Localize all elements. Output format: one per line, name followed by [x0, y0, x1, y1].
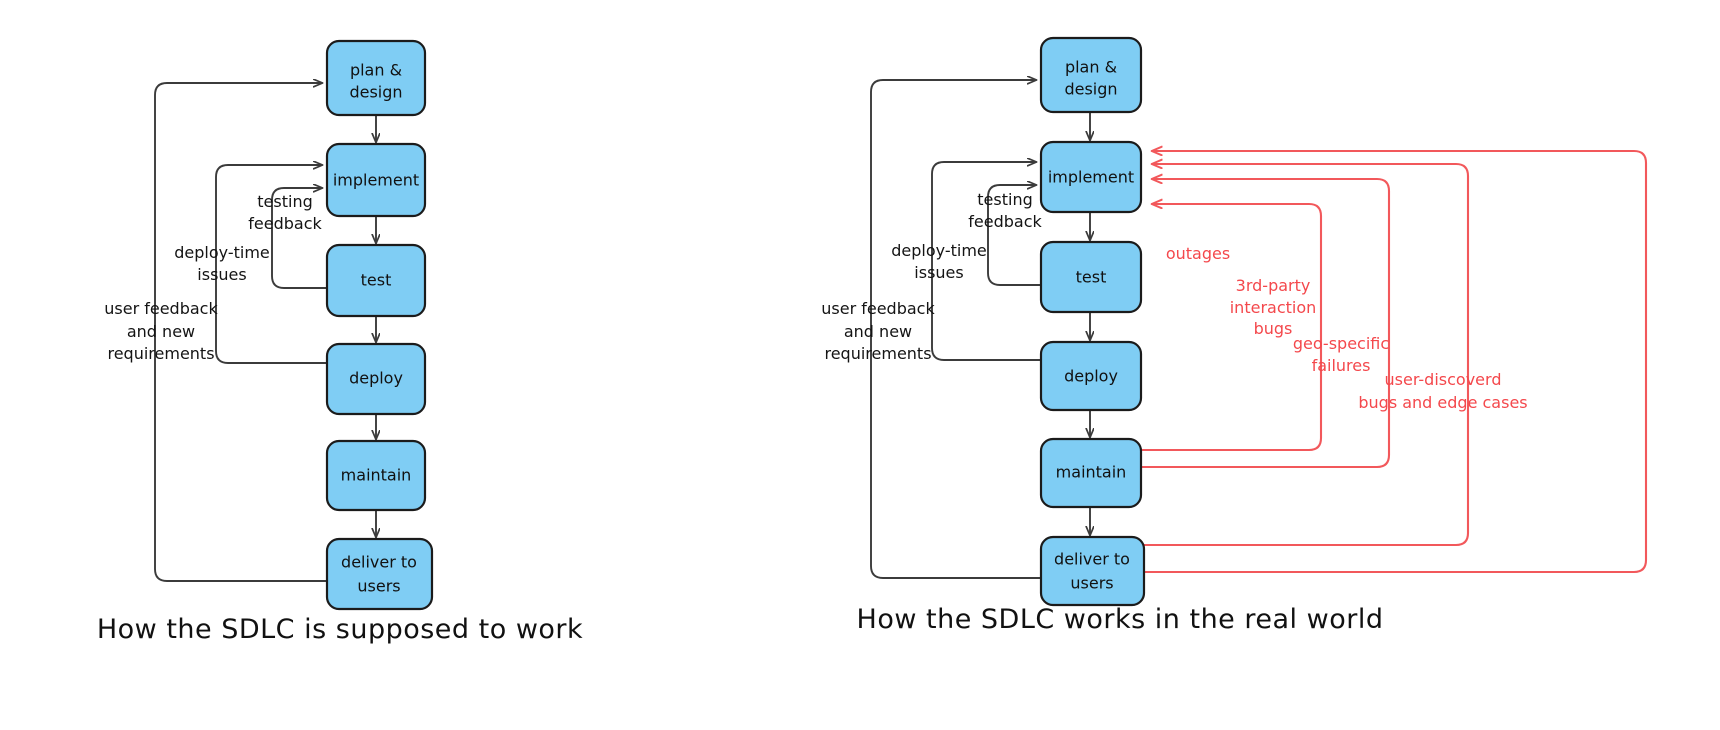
node-plan-design-real-label-1: plan &: [1065, 58, 1117, 77]
node-test[interactable]: test: [325, 243, 427, 318]
label-user-feedback-line3: requirements: [107, 344, 214, 363]
node-test-real[interactable]: test: [1039, 240, 1143, 314]
node-test-real-label: test: [1076, 268, 1107, 287]
label-deploy-time-issues-line1: deploy-time: [174, 243, 270, 262]
node-deploy-real-shape[interactable]: [1039, 340, 1143, 412]
real-feedback-labels: testing feedback deploy-time issues user…: [821, 190, 1042, 363]
label-user-feedback-line1: user feedback: [104, 299, 218, 318]
node-deliver-to-users-real[interactable]: deliver to users: [1039, 535, 1146, 607]
label-user-discovered-line2: bugs and edge cases: [1358, 393, 1527, 412]
label-user-feedback-real-line2: and new: [844, 322, 912, 341]
real-nodes: plan & design implement test deploy: [1039, 36, 1146, 607]
node-test-label: test: [361, 271, 392, 290]
node-deliver-to-users-real-label-1: deliver to: [1054, 550, 1130, 569]
panel-ideal: plan & design implement test deploy: [97, 39, 583, 645]
node-maintain-real-shape[interactable]: [1039, 437, 1143, 509]
edge-testing-feedback-real: [987, 185, 1042, 286]
label-deploy-time-issues: deploy-time issues: [174, 243, 270, 284]
real-feedback-edges: [870, 80, 1042, 579]
edge-testing-feedback: [271, 188, 328, 289]
label-deploy-time-issues-real-line1: deploy-time: [891, 241, 987, 260]
label-3rd-party-line2: interaction: [1230, 298, 1317, 317]
label-deploy-time-issues-line2: issues: [197, 265, 246, 284]
node-maintain-real[interactable]: maintain: [1039, 437, 1143, 509]
edge-deploy-time-issues-real: [931, 162, 1042, 361]
node-maintain-real-label: maintain: [1056, 463, 1127, 482]
node-implement-shape[interactable]: [325, 142, 427, 218]
label-geo-specific-failures: geo-specific failures: [1293, 334, 1389, 375]
node-plan-design-label-1: plan &: [350, 61, 402, 80]
edge-user-feedback-real: [870, 80, 1042, 579]
label-3rd-party-line1: 3rd-party: [1236, 276, 1311, 295]
label-user-discovered-bugs: user-discoverd bugs and edge cases: [1358, 370, 1527, 412]
label-user-feedback-line2: and new: [127, 322, 195, 341]
node-plan-design-real-shape[interactable]: [1039, 36, 1143, 114]
label-3rd-party-interaction-bugs: 3rd-party interaction bugs: [1230, 276, 1317, 338]
panel-ideal-caption: How the SDLC is supposed to work: [97, 614, 583, 645]
label-deploy-time-issues-real: deploy-time issues: [891, 241, 987, 282]
node-deliver-to-users-label-2: users: [357, 577, 400, 596]
real-problem-labels: outages 3rd-party interaction bugs geo-s…: [1166, 244, 1528, 412]
node-test-shape[interactable]: [325, 243, 427, 318]
node-deploy-real-label: deploy: [1064, 367, 1118, 386]
label-user-feedback-real-line1: user feedback: [821, 299, 935, 318]
real-problem-edges: [1135, 151, 1648, 574]
panel-real-world: plan & design implement test deploy: [821, 36, 1648, 635]
label-testing-feedback-line1: testing: [257, 192, 312, 211]
node-deliver-to-users-shape[interactable]: [325, 537, 434, 611]
label-outages-line1: outages: [1166, 244, 1230, 263]
node-maintain[interactable]: maintain: [325, 439, 427, 512]
panel-real-world-caption: How the SDLC works in the real world: [857, 604, 1384, 635]
node-maintain-label: maintain: [341, 466, 412, 485]
label-3rd-party-line3: bugs: [1254, 319, 1293, 338]
label-user-feedback-real-line3: requirements: [824, 344, 931, 363]
ideal-nodes: plan & design implement test deploy: [325, 39, 434, 611]
node-implement-label: implement: [333, 171, 419, 190]
node-deliver-to-users-real-shape[interactable]: [1039, 535, 1146, 607]
edge-deploy-time-issues: [215, 165, 328, 364]
edge-3rd-party-interaction-bugs: [1135, 179, 1391, 469]
node-implement-real[interactable]: implement: [1039, 140, 1143, 214]
node-deliver-to-users-label-1: deliver to: [341, 553, 417, 572]
label-user-feedback: user feedback and new requirements: [104, 299, 218, 363]
label-geo-specific-line1: geo-specific: [1293, 334, 1389, 353]
edge-geo-specific-failures: [1142, 164, 1470, 547]
edge-outages: [1135, 204, 1323, 452]
label-testing-feedback-real-line2: feedback: [968, 212, 1042, 231]
node-maintain-shape[interactable]: [325, 439, 427, 512]
node-deploy-label: deploy: [349, 369, 403, 388]
node-deploy-shape[interactable]: [325, 342, 427, 416]
node-plan-design-real-label-2: design: [1064, 80, 1117, 99]
edge-user-feedback: [154, 83, 328, 582]
label-testing-feedback: testing feedback: [248, 192, 322, 233]
label-geo-specific-line2: failures: [1312, 356, 1371, 375]
node-test-real-shape[interactable]: [1039, 240, 1143, 314]
label-user-feedback-real: user feedback and new requirements: [821, 299, 935, 363]
node-plan-design-shape[interactable]: [325, 39, 427, 117]
node-deliver-to-users-real-label-2: users: [1070, 574, 1113, 593]
ideal-feedback-labels: testing feedback deploy-time issues user…: [104, 192, 322, 363]
node-plan-design-label-2: design: [349, 83, 402, 102]
label-deploy-time-issues-real-line2: issues: [914, 263, 963, 282]
node-implement[interactable]: implement: [325, 142, 427, 218]
node-implement-real-label: implement: [1048, 168, 1134, 187]
label-testing-feedback-line2: feedback: [248, 214, 322, 233]
node-deliver-to-users[interactable]: deliver to users: [325, 537, 434, 611]
node-plan-design[interactable]: plan & design: [325, 39, 427, 117]
label-testing-feedback-real: testing feedback: [968, 190, 1042, 231]
label-testing-feedback-real-line1: testing: [977, 190, 1032, 209]
label-outages: outages: [1166, 244, 1230, 263]
edge-user-discovered-bugs: [1142, 151, 1648, 574]
node-implement-real-shape[interactable]: [1039, 140, 1143, 214]
ideal-feedback-edges: [154, 83, 328, 582]
node-deploy[interactable]: deploy: [325, 342, 427, 416]
node-plan-design-real[interactable]: plan & design: [1039, 36, 1143, 114]
label-user-discovered-line1: user-discoverd: [1385, 370, 1502, 389]
node-deploy-real[interactable]: deploy: [1039, 340, 1143, 412]
